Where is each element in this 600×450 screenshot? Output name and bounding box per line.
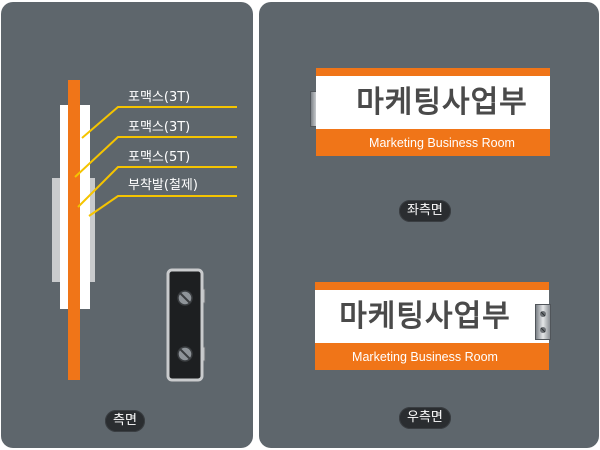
sign-right-mount: 마케팅사업부 Marketing Business Room <box>315 282 549 370</box>
bracket-screws <box>540 311 546 333</box>
side-view-panel: 포맥스(3T) 포맥스(3T) 포맥스(5T) 부착발(철제) 측면 <box>1 2 253 448</box>
callout-label-bracket-iron: 부착발(철제) <box>128 178 198 193</box>
sign-bracket-right <box>535 304 551 340</box>
iron-bracket-detail <box>166 268 206 382</box>
leader-line-4 <box>88 195 237 217</box>
screw-icon <box>177 346 193 362</box>
sign-title-kor: 마케팅사업부 <box>356 85 528 120</box>
formex-layer-5t-core <box>68 80 80 380</box>
screw-icon <box>540 327 546 333</box>
side-section-drawing <box>52 80 237 382</box>
left-mount-caption: 좌측면 <box>399 200 451 222</box>
screw-icon <box>540 311 546 317</box>
screw-icon <box>177 290 193 306</box>
sign-title-kor: 마케팅사업부 <box>339 299 511 334</box>
formex-layer-3t-outer <box>60 105 71 309</box>
callout-label-formex-3t-1: 포맥스(3T) <box>128 90 191 105</box>
callout-label-formex-5t: 포맥스(5T) <box>128 150 191 165</box>
formex-layer-3t-inner <box>79 105 90 309</box>
sign-title-eng: Marketing Business Room <box>352 350 498 364</box>
sign-elevations-panel: 마케팅사업부 Marketing Business Room 좌측면 마케팅사업… <box>259 2 599 448</box>
sign-face: 마케팅사업부 <box>316 76 550 129</box>
callout-label-formex-3t-2: 포맥스(3T) <box>128 120 191 135</box>
leader-line-2 <box>74 136 237 178</box>
leader-line-1 <box>81 106 237 139</box>
leader-line-3 <box>77 166 237 208</box>
right-mount-caption: 우측면 <box>399 407 451 429</box>
sign-left-mount: 마케팅사업부 Marketing Business Room <box>316 68 550 156</box>
side-view-caption: 측면 <box>105 410 145 432</box>
sign-face: 마케팅사업부 <box>315 290 549 343</box>
sign-title-eng: Marketing Business Room <box>369 136 515 150</box>
